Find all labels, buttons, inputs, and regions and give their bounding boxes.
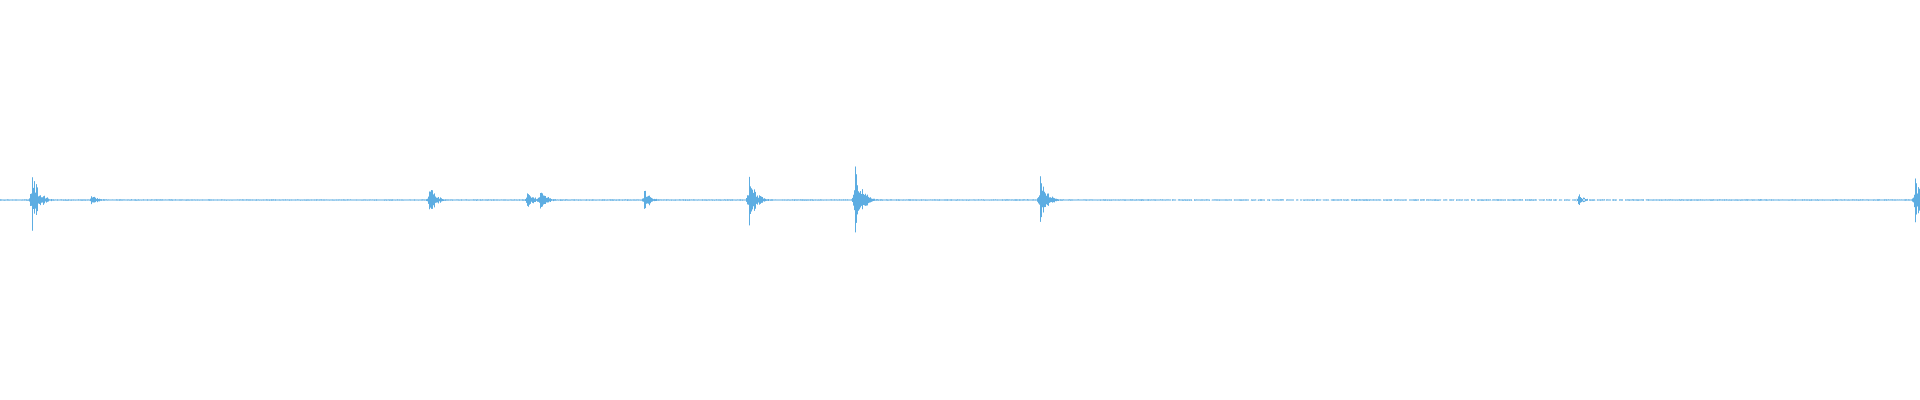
waveform-trace [0,166,1920,233]
waveform-samples [0,166,1920,233]
